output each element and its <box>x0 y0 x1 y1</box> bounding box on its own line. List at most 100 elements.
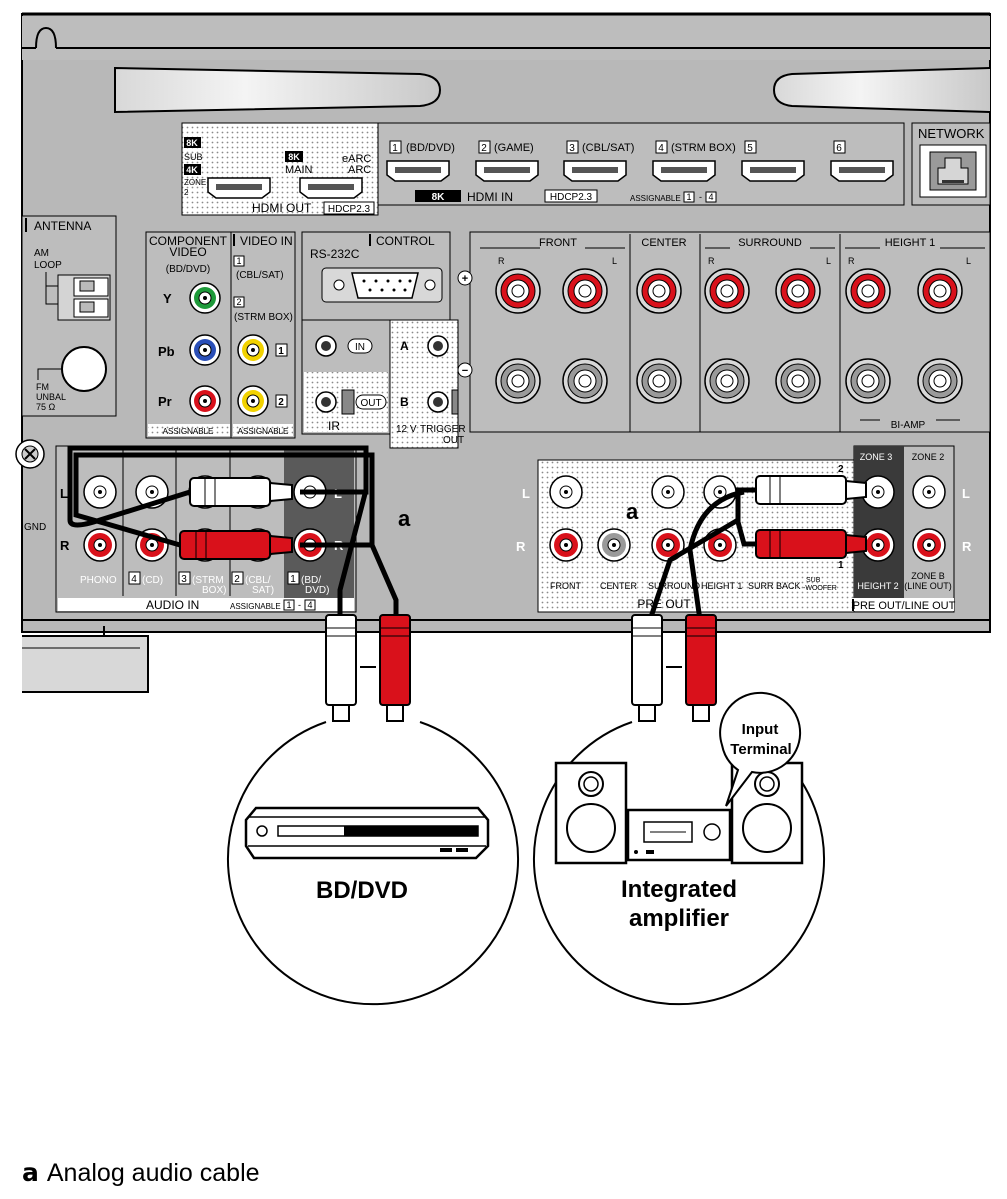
pre-out-front-left-jack[interactable] <box>549 475 583 509</box>
svg-text:HEIGHT 1: HEIGHT 1 <box>885 237 936 249</box>
svg-text:AUDIO IN: AUDIO IN <box>146 598 199 612</box>
svg-text:(BD/DVD): (BD/DVD) <box>166 264 210 275</box>
component-y-jack[interactable] <box>189 282 221 314</box>
trigger-a-jack[interactable] <box>427 335 449 357</box>
svg-text:CONTROL: CONTROL <box>376 234 435 248</box>
svg-text:HEIGHT 1: HEIGHT 1 <box>701 581 742 591</box>
left-speaker-icon <box>554 761 628 865</box>
ir-in-jack[interactable] <box>315 335 337 357</box>
svg-text:ZONE B: ZONE B <box>911 571 945 581</box>
svg-text:4: 4 <box>131 574 137 585</box>
svg-text:2: 2 <box>234 574 240 585</box>
speaker-post-negative-1[interactable] <box>495 358 541 404</box>
speaker-post-negative-3[interactable] <box>636 358 682 404</box>
zone3-left-jack[interactable] <box>861 475 895 509</box>
cable-marker-right: a <box>626 499 639 524</box>
pre-out-front-right-jack[interactable] <box>549 528 583 562</box>
speaker-post-positive-1[interactable] <box>495 268 541 314</box>
svg-text:ASSIGNABLE: ASSIGNABLE <box>163 427 214 436</box>
svg-text:B: B <box>400 395 409 409</box>
svg-text:A: A <box>400 339 409 353</box>
svg-text:CENTER: CENTER <box>641 237 686 249</box>
right-white-plug <box>755 475 867 505</box>
bd-dvd-device: BD/DVD <box>227 721 519 1006</box>
speaker-post-negative-2[interactable] <box>562 358 608 404</box>
hdmi-out-res2: 4K <box>186 165 198 175</box>
hdmi-out-label: HDMI OUT <box>252 201 312 215</box>
svg-text:R: R <box>60 538 70 553</box>
component-pb-jack[interactable] <box>189 334 221 366</box>
hdmi-in-label: HDMI IN <box>467 190 513 204</box>
svg-text:R: R <box>962 539 972 554</box>
ir-section: IN OUT IR <box>301 319 391 435</box>
svg-text:OUT: OUT <box>360 398 381 409</box>
right-cable <box>631 475 867 722</box>
svg-text:(STRM BOX): (STRM BOX) <box>671 142 736 154</box>
svg-text:(BD/DVD): (BD/DVD) <box>406 142 455 154</box>
zone3-right-jack[interactable] <box>861 528 895 562</box>
trigger-b-jack[interactable] <box>427 391 449 413</box>
antenna-right <box>772 67 991 113</box>
svg-text:OUT: OUT <box>443 435 464 446</box>
antenna-section: ANTENNA AM LOOP FM UNBAL 75 Ω <box>21 215 117 417</box>
pre-out-surround-left-jack[interactable] <box>651 475 685 509</box>
pre-out-height1-right-jack[interactable] <box>703 528 737 562</box>
svg-text:BOX): BOX) <box>202 585 226 596</box>
video-in-section: VIDEO IN 1 (CBL/SAT) 2 (STRM BOX) 1 2 AS… <box>230 231 296 439</box>
hdmi-in-port-6: 6 <box>830 140 894 182</box>
fm-antenna-jack[interactable] <box>61 346 107 392</box>
speaker-post-positive-2[interactable] <box>562 268 608 314</box>
zone2-left-jack[interactable] <box>912 475 946 509</box>
svg-text:(LINE OUT): (LINE OUT) <box>904 581 952 591</box>
speaker-post-negative-6[interactable] <box>845 358 891 404</box>
speaker-post-positive-7[interactable] <box>917 268 963 314</box>
video-in-jack-2[interactable] <box>237 385 269 417</box>
rs232c-port[interactable] <box>321 267 443 303</box>
gnd-terminal[interactable] <box>15 439 45 469</box>
amplifier-icon <box>626 808 732 862</box>
pre-out-surround-right-jack[interactable] <box>651 528 685 562</box>
antenna-left <box>114 66 442 114</box>
am-loop-terminal[interactable] <box>57 274 111 321</box>
zone2-right-jack[interactable] <box>912 528 946 562</box>
svg-text:AM: AM <box>34 248 49 259</box>
component-pr-jack[interactable] <box>189 385 221 417</box>
right-red-plug <box>755 529 867 559</box>
svg-text:Terminal: Terminal <box>730 741 791 758</box>
hdmi-in-port-2: 2 (GAME) <box>475 140 539 182</box>
network-label: NETWORK <box>918 126 985 141</box>
speaker-post-positive-5[interactable] <box>775 268 821 314</box>
svg-text:Pr: Pr <box>158 394 172 409</box>
speaker-post-positive-3[interactable] <box>636 268 682 314</box>
svg-text:L: L <box>612 256 617 266</box>
speaker-terminals-section: + − FRONT CENTER SURROUND HEIGHT 1 R L R… <box>457 231 991 433</box>
right-speaker-icon <box>730 761 804 865</box>
speaker-post-positive-6[interactable] <box>845 268 891 314</box>
svg-text:2: 2 <box>838 464 844 475</box>
speaker-post-negative-4[interactable] <box>704 358 750 404</box>
pre-out-section: L R L R FRONT CENTER SURROUND HEIGHT 1 S… <box>516 445 972 613</box>
hdmi-in-res: 8K <box>432 192 446 203</box>
svg-text:2: 2 <box>481 143 487 154</box>
speaker-post-positive-4[interactable] <box>704 268 750 314</box>
svg-text:R: R <box>498 256 505 266</box>
ir-out-jack[interactable] <box>315 391 337 413</box>
pre-out-height1-left-jack[interactable] <box>703 475 737 509</box>
pre-out-center-jack[interactable] <box>597 528 631 562</box>
speaker-post-negative-5[interactable] <box>775 358 821 404</box>
hdmi-in-section: 1 (BD/DVD) 2 (GAME) 3 (CBL/SAT) 4 (STRM … <box>377 122 905 206</box>
antenna-title: ANTENNA <box>34 219 91 233</box>
svg-text:DVD): DVD) <box>305 585 329 596</box>
video-in-jack-1[interactable] <box>237 334 269 366</box>
svg-text:SUB: SUB <box>806 577 821 584</box>
audio-in-phono-right-jack[interactable] <box>83 528 117 562</box>
svg-text:3: 3 <box>569 143 575 154</box>
caption-text: Analog audio cable <box>46 1159 260 1187</box>
speaker-binding-posts <box>495 268 963 404</box>
speaker-post-negative-7[interactable] <box>917 358 963 404</box>
hdmi-out-zone: ZONE <box>184 178 206 187</box>
svg-text:R: R <box>516 539 526 554</box>
audio-in-phono-left-jack[interactable] <box>83 475 117 509</box>
svg-text:IN: IN <box>355 342 365 353</box>
